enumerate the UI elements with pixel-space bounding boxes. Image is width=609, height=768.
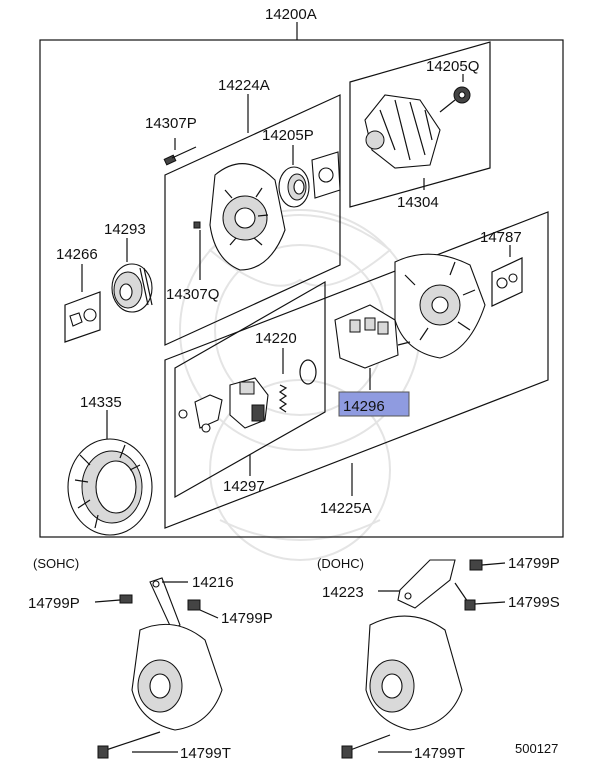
label-bearing-rear: 14205P xyxy=(262,127,314,144)
cover-drawing xyxy=(491,245,523,307)
label-regulator-group: 14297 xyxy=(223,478,265,495)
sohc-label-bolt-right: 14799P xyxy=(221,610,273,627)
label-rotor-group: 14304 xyxy=(397,194,439,211)
label-cover: 14787 xyxy=(480,229,522,246)
sohc-bracket-drawing xyxy=(94,577,219,631)
label-bolt-lower: 14307Q xyxy=(166,286,219,303)
sohc-alternator-drawing xyxy=(97,623,223,759)
front-bracket-drawing xyxy=(394,253,486,359)
label-front-bracket-group: 14225A xyxy=(320,500,372,517)
dohc-alternator-drawing xyxy=(341,615,463,759)
watermark-ornament xyxy=(179,209,421,561)
dohc-title: (DOHC) xyxy=(317,556,364,571)
regulator-group-box xyxy=(174,280,326,499)
label-bearing-rotor: 14205Q xyxy=(426,58,479,75)
sohc-label-bolt-bottom: 14799T xyxy=(180,745,231,762)
regulator-drawing xyxy=(178,377,269,433)
rectifier-drawing xyxy=(334,304,411,390)
rotor-group-box xyxy=(349,41,491,208)
dohc-label-bolt-side: 14799S xyxy=(508,594,560,611)
dohc-bracket-drawing xyxy=(378,559,506,611)
bolt-top-drawing xyxy=(163,138,197,166)
label-bolt-top: 14307P xyxy=(145,115,197,132)
nut-drawing xyxy=(64,264,101,343)
bearing-rear-drawing xyxy=(278,145,341,208)
rotor-drawing xyxy=(364,74,471,169)
stator-drawing xyxy=(67,410,153,536)
rear-bracket-drawing xyxy=(193,163,286,280)
label-pulley: 14293 xyxy=(104,221,146,238)
label-assembly: 14200A xyxy=(265,6,317,23)
label-nut: 14266 xyxy=(56,246,98,263)
diagram-code: 500127 xyxy=(515,741,558,756)
rear-bracket-group-box xyxy=(164,94,341,346)
sohc-label-bolt-left: 14799P xyxy=(28,595,80,612)
dohc-label-bolt-bottom: 14799T xyxy=(414,745,465,762)
label-stator: 14335 xyxy=(80,394,122,411)
brush-spring-drawing xyxy=(278,348,317,413)
sohc-label-bracket: 14216 xyxy=(192,574,234,591)
label-rectifier[interactable]: 14296 xyxy=(343,398,385,415)
label-rear-bracket-group: 14224A xyxy=(218,77,270,94)
pulley-drawing xyxy=(111,238,153,313)
label-brush-spring: 14220 xyxy=(255,330,297,347)
sohc-title: (SOHC) xyxy=(33,556,79,571)
assembly-frame xyxy=(39,22,564,538)
dohc-label-bracket: 14223 xyxy=(322,584,364,601)
dohc-label-bolt-top: 14799P xyxy=(508,555,560,572)
rectifier-highlight[interactable] xyxy=(338,391,410,417)
